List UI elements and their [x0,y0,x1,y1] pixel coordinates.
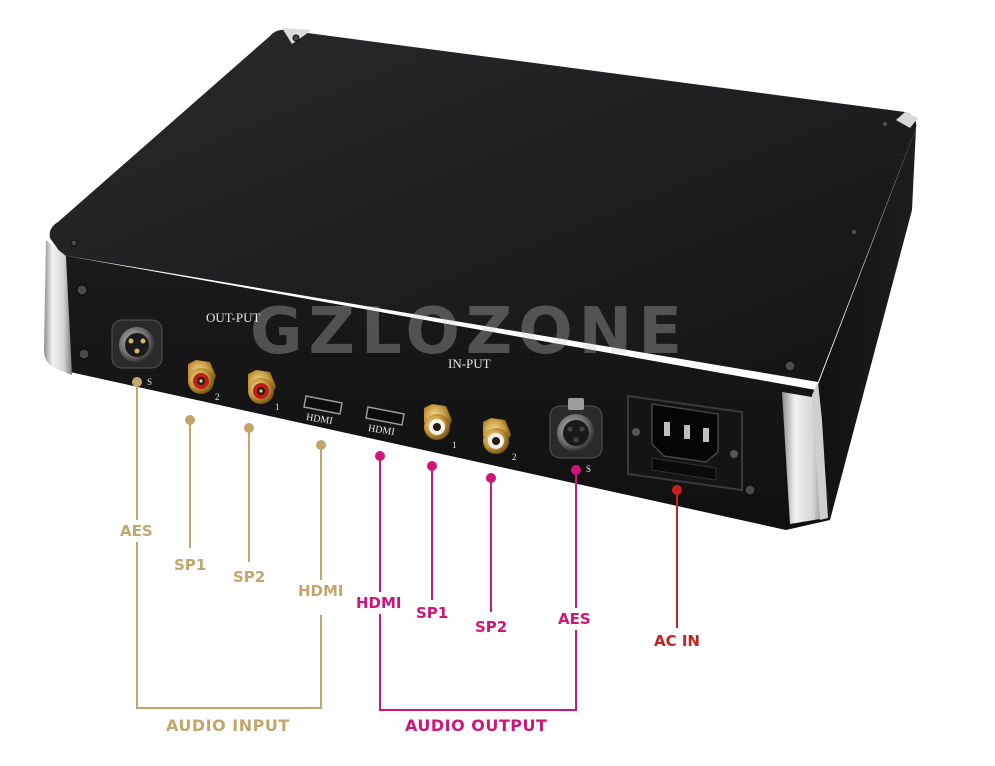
output-sp1-pin-label: 1 [275,402,280,412]
input-sp2-pin-label: 2 [512,452,517,462]
output-aes-label: AES [558,610,591,628]
output-hdmi-label: HDMI [356,594,402,612]
input-hdmi-label: HDMI [298,582,344,600]
input-sp1-label: SP1 [174,556,207,574]
output-sp2-pin-label: 2 [215,392,220,402]
brand-watermark: GZLOZONE [250,295,688,369]
output-section-label: OUT-PUT [206,310,261,325]
output-aes-pin-label: S [147,377,153,387]
input-section-label: IN-PUT [448,356,491,371]
audio-input-group-label: AUDIO INPUT [166,716,290,735]
output-sp1-label: SP1 [416,604,449,622]
input-aes-label: AES [120,522,153,540]
ac-in-label: AC IN [654,632,700,650]
input-sp2-label: SP2 [233,568,266,586]
output-sp2-label: SP2 [475,618,508,636]
input-sp1-pin-label: 1 [452,440,457,450]
input-aes-pin-label: S [586,464,592,474]
audio-output-group-label: AUDIO OUTPUT [405,716,548,735]
